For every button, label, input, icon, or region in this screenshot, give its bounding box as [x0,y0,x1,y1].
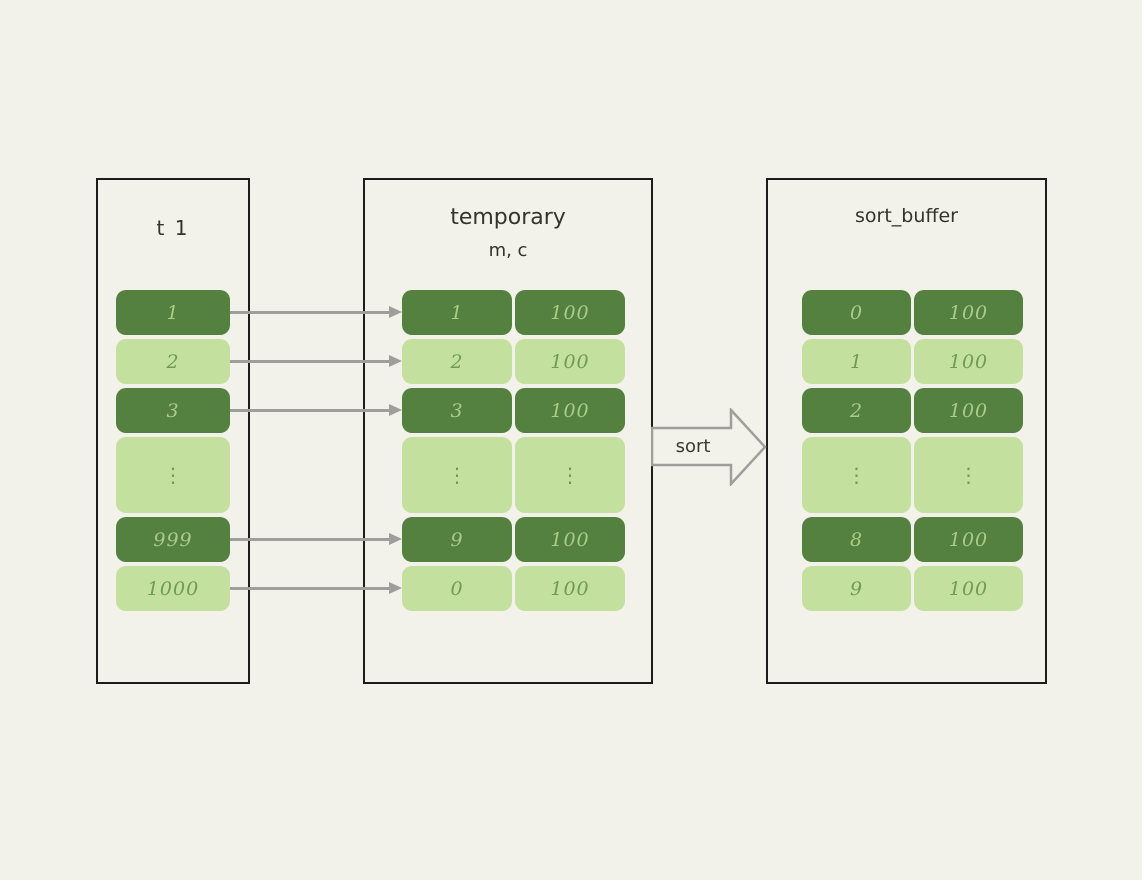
record-cell-c: 100 [515,290,625,335]
record-cell-c: 100 [515,339,625,384]
table-row: 8 100 [802,517,1023,562]
table-row: 0 100 [802,290,1023,335]
record-cell-c: 100 [914,517,1023,562]
t1-title: t 1 [156,216,190,240]
temporary-title: temporary [450,205,566,230]
sort-buffer-title: sort_buffer [855,205,958,227]
table-row: 9 100 [402,517,625,562]
temporary-subtitle: m, c [488,240,528,261]
ellipsis-cell: ⋮ [802,437,911,513]
record-cell-c: 100 [515,388,625,433]
record-cell-m: 3 [402,388,512,433]
table-row: 1 100 [402,290,625,335]
record-cell-c: 100 [515,517,625,562]
table-row: 1000 [116,566,230,611]
table-row: 9 100 [802,566,1023,611]
record-cell-c: 100 [914,339,1023,384]
record-cell-m: 2 [402,339,512,384]
record-cell-id: 1000 [116,566,230,611]
record-cell-c: 100 [914,388,1023,433]
sort-arrow-label: sort [675,436,711,457]
table-row: 3 100 [402,388,625,433]
ellipsis-cell: ⋮ [515,437,625,513]
table-row: 1 [116,290,230,335]
t1-rows: 1 2 3 ⋮ 999 1000 [116,290,230,611]
table-row: 999 [116,517,230,562]
ellipsis-cell: ⋮ [402,437,512,513]
table-row: 1 100 [802,339,1023,384]
record-cell-c: 100 [515,566,625,611]
table-row: 2 [116,339,230,384]
row-mapping-arrow [230,582,402,594]
record-cell-c: 100 [914,290,1023,335]
record-cell-m: 8 [802,517,911,562]
table-row: 2 100 [802,388,1023,433]
row-mapping-arrow [230,355,402,367]
record-cell-m: 1 [802,339,911,384]
record-cell-id: 999 [116,517,230,562]
table-row: 3 [116,388,230,433]
t1-table-box: t 1 1 2 3 ⋮ 999 1000 [96,178,250,684]
table-row: 2 100 [402,339,625,384]
record-cell-m: 0 [402,566,512,611]
record-cell-m: 9 [402,517,512,562]
temporary-table-box: temporary m, c 1 100 2 100 3 100 ⋮ ⋮ 9 1… [363,178,653,684]
table-row-ellipsis: ⋮ ⋮ [802,437,1023,513]
table-row: 0 100 [402,566,625,611]
sort-buffer-table-box: sort_buffer 0 100 1 100 2 100 ⋮ ⋮ 8 100 [766,178,1047,684]
record-cell-m: 9 [802,566,911,611]
ellipsis-cell: ⋮ [914,437,1023,513]
sort-arrow-shape [651,408,767,486]
row-mapping-arrow [230,404,402,416]
record-cell-m: 2 [802,388,911,433]
record-cell-id: 2 [116,339,230,384]
record-cell-m: 1 [402,290,512,335]
ellipsis-cell: ⋮ [116,437,230,513]
record-cell-m: 0 [802,290,911,335]
table-row-ellipsis: ⋮ [116,437,230,513]
row-mapping-arrow [230,306,402,318]
record-cell-id: 1 [116,290,230,335]
record-cell-c: 100 [914,566,1023,611]
row-mapping-arrow [230,533,402,545]
table-row-ellipsis: ⋮ ⋮ [402,437,625,513]
record-cell-id: 3 [116,388,230,433]
temporary-rows: 1 100 2 100 3 100 ⋮ ⋮ 9 100 0 100 [402,290,625,611]
sort-arrow [651,408,767,486]
sort-buffer-rows: 0 100 1 100 2 100 ⋮ ⋮ 8 100 9 100 [802,290,1023,611]
